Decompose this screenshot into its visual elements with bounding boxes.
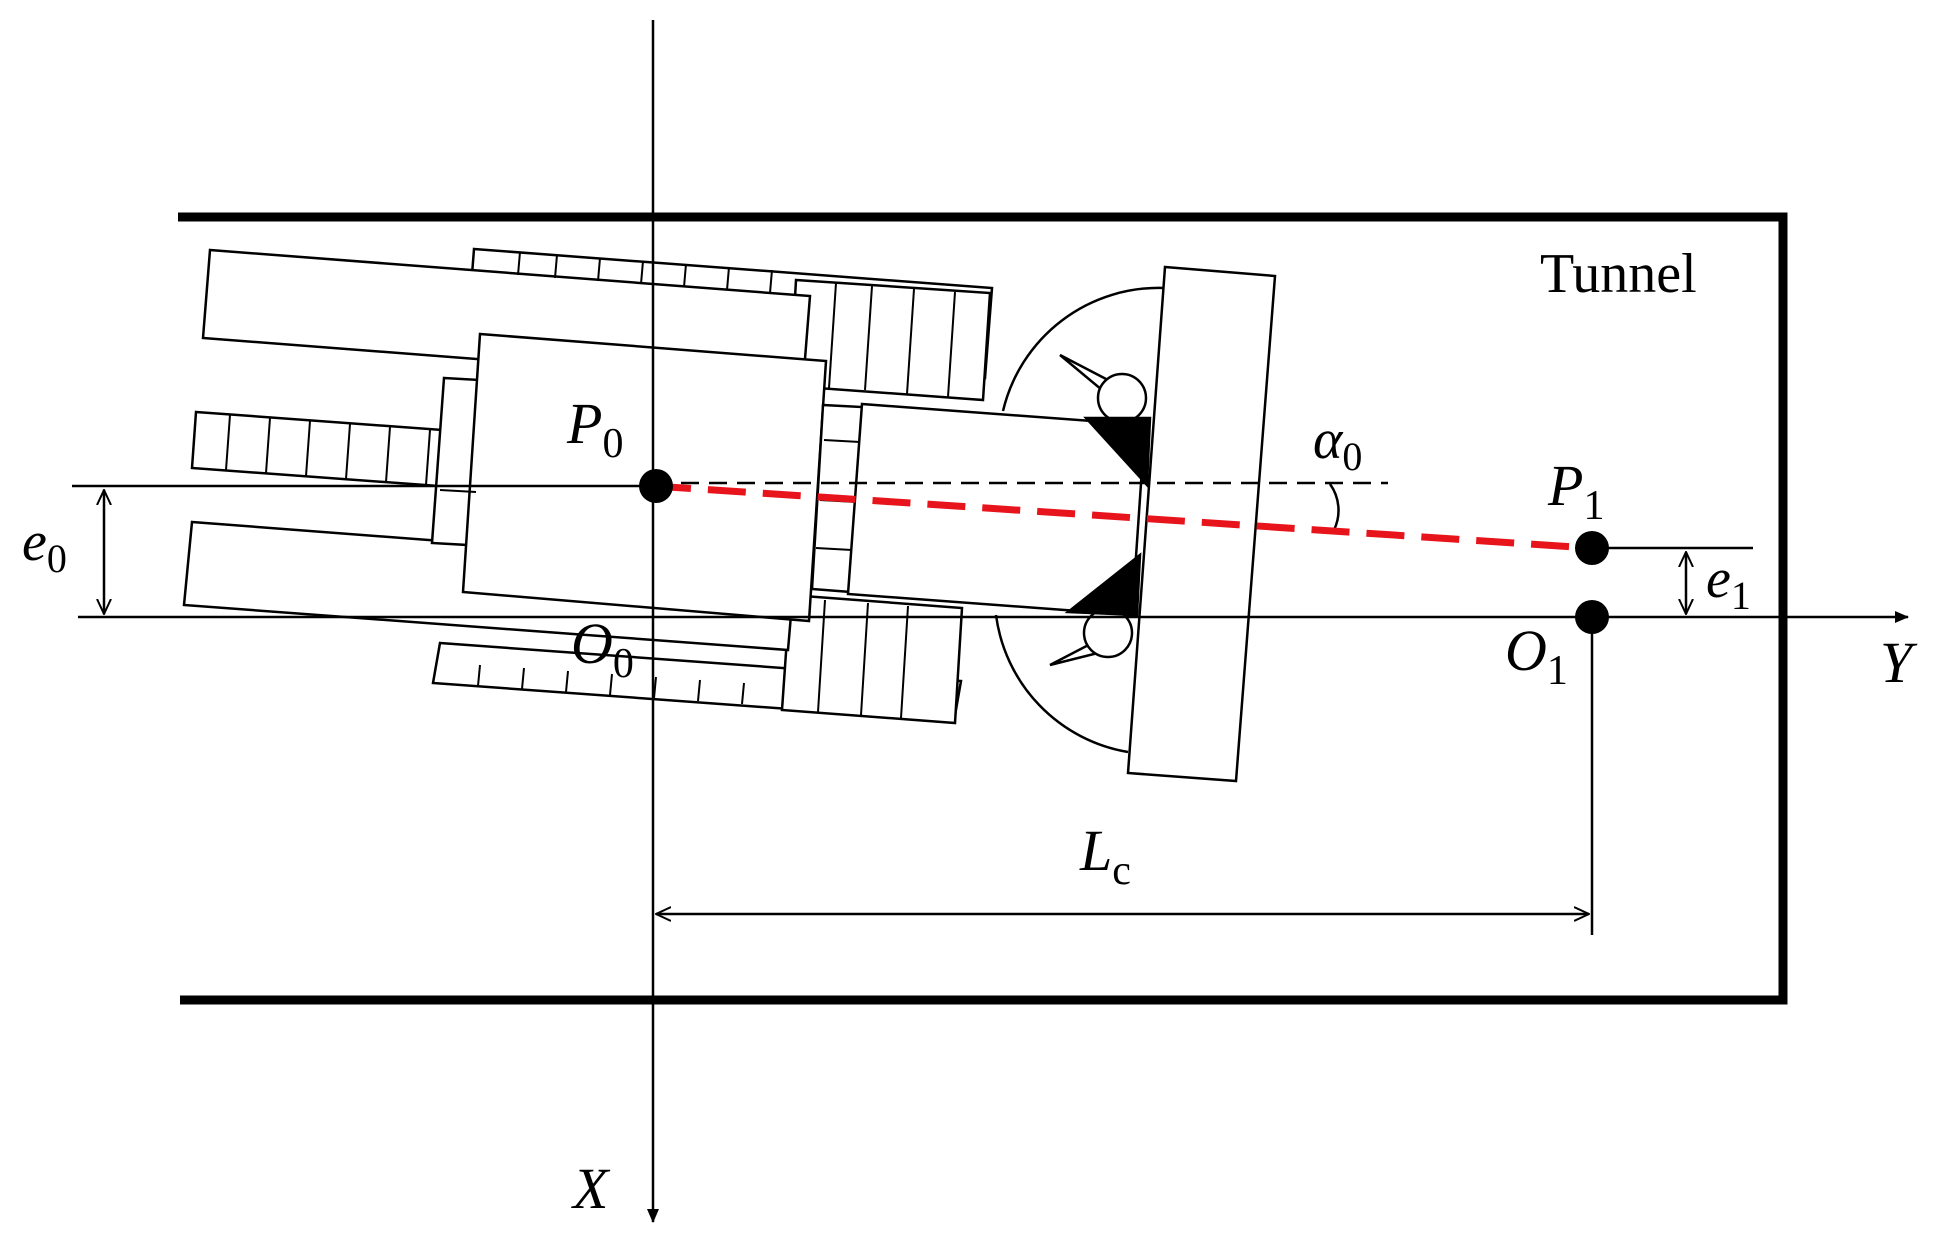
lc-label: Lc <box>1079 818 1131 894</box>
p1-point <box>1575 531 1609 565</box>
x-axis-label: X <box>571 1156 611 1221</box>
dimensions <box>104 490 1686 914</box>
planned-path-line <box>652 482 1591 552</box>
upper-cutting-head-arc <box>1001 286 1166 412</box>
e1-label: e1 <box>1706 548 1751 618</box>
tunnel-label: Tunnel <box>1540 243 1697 305</box>
track-segment-lines <box>225 251 956 719</box>
o0-label: O0 <box>571 611 634 687</box>
upper-cutter-roller <box>1096 372 1148 424</box>
cutter-plate <box>1126 265 1277 783</box>
e0-label: e0 <box>22 511 67 581</box>
o1-point <box>1575 600 1609 634</box>
tunnel-outline <box>178 212 1788 1005</box>
y-axis-label: Y <box>1880 630 1918 695</box>
key-points <box>639 469 1609 634</box>
alpha0-label: α0 <box>1313 409 1362 479</box>
p0-label: P0 <box>566 391 623 467</box>
lower-track-shoes <box>780 593 964 725</box>
lower-cutting-head-arc <box>994 614 1129 754</box>
angle-arc <box>1328 483 1340 531</box>
upper-wedge <box>1083 416 1152 489</box>
lower-wedge <box>1064 552 1142 617</box>
reference-lines <box>72 481 1753 935</box>
p0-point <box>639 469 673 503</box>
o1-label: O1 <box>1505 618 1568 694</box>
coordinate-axes <box>78 20 1909 1223</box>
p1-label: P1 <box>1547 453 1604 529</box>
